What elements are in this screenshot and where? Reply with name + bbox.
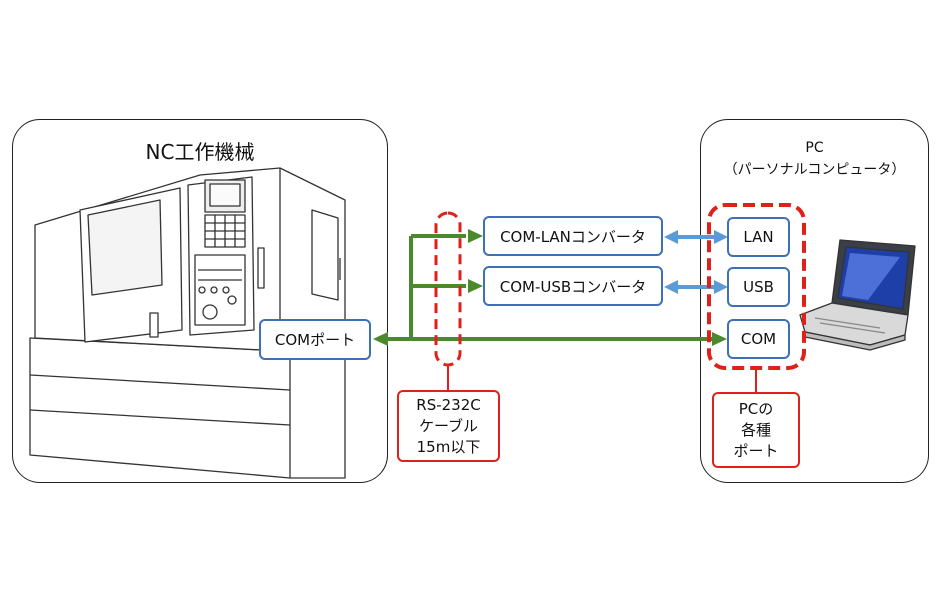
rs232c-cable-lines: [385, 234, 716, 341]
arrow-to-lan-converter: [468, 229, 483, 243]
ports-callout-line2: 各種: [740, 420, 771, 439]
arrow-usb-right: [714, 280, 728, 294]
pc-lan-port-box: LAN: [727, 217, 790, 257]
arrow-lan-left: [664, 230, 678, 244]
nc-machine-illustration: [29, 167, 346, 479]
com-lan-converter-box: COM-LANコンバータ: [483, 216, 663, 256]
laptop-illustration: [799, 239, 916, 351]
com-usb-converter-box: COM-USBコンバータ: [483, 266, 663, 306]
ports-callout-line1: PCの: [738, 399, 774, 418]
cable-callout-box: RS-232C ケーブル 15m以下: [397, 390, 500, 462]
arrow-to-usb-converter: [468, 279, 483, 293]
pc-ports-callout-box: PCの 各種 ポート: [712, 392, 800, 468]
arrow-to-com-port: [373, 332, 388, 346]
arrow-usb-left: [664, 280, 678, 294]
pc-usb-port-box: USB: [727, 267, 790, 307]
cable-callout-line2: ケーブル: [418, 416, 479, 435]
cable-callout-line3: 15m以下: [416, 437, 481, 456]
cable-arrowheads: [373, 229, 727, 346]
arrow-to-pc-com: [712, 332, 727, 346]
nc-machine-title: NC工作機械: [145, 140, 255, 164]
pc-title-line1: PC: [805, 140, 824, 156]
cable-callout-line1: RS-232C: [416, 395, 481, 414]
pc-title-line2: （パーソナルコンピュータ）: [723, 162, 906, 178]
pc-com-port-box: COM: [727, 319, 790, 359]
arrow-lan-right: [714, 230, 728, 244]
ports-callout-line3: ポート: [733, 441, 779, 460]
com-port-box: COMポート: [259, 319, 371, 360]
link-arrowheads: [664, 230, 728, 294]
